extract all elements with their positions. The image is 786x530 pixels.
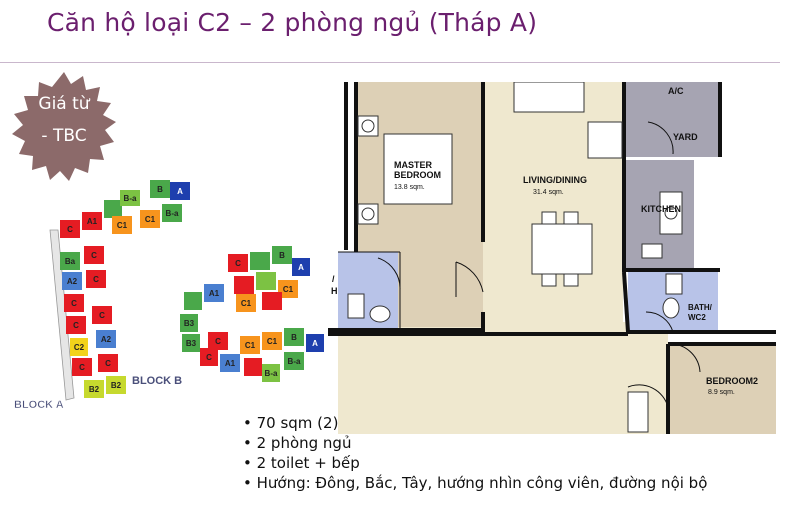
svg-text:C: C — [235, 259, 241, 268]
feature-item: • 70 sqm (2) — [243, 414, 339, 432]
unit-label: Ba — [65, 257, 76, 266]
unit-label: B-a — [288, 357, 301, 366]
bath-wc2-label: BATH/WC2 — [688, 303, 713, 322]
page-title: Căn hộ loại C2 – 2 phòng ngủ (Tháp A) — [47, 8, 538, 37]
unit-label: B — [157, 185, 163, 194]
unit-label: C — [73, 321, 79, 330]
unit-label: C — [105, 359, 111, 368]
site-plan: C A1 B-a B A C1 C1 B-a Ba C A2 C C C C A… — [14, 180, 324, 411]
unit-label: B-a — [124, 194, 137, 203]
feature-item: • 2 phòng ngủ — [243, 434, 352, 452]
living-dining-area-label: 31.4 sqm. — [533, 189, 564, 196]
price-badge: Giá từ - TBC — [8, 72, 120, 184]
svg-text:/: / — [332, 274, 335, 284]
unit-label: A1 — [87, 217, 98, 226]
svg-text:H: H — [331, 286, 338, 296]
svg-text:A: A — [177, 187, 183, 196]
unit-label: A2 — [101, 335, 112, 344]
unit-label: C — [93, 275, 99, 284]
unit-label: C — [99, 311, 105, 320]
badge-seal-shape — [12, 72, 116, 181]
block-b-label: BLOCK B — [132, 375, 182, 387]
unit-label: B — [279, 251, 285, 260]
unit-label: C1 — [283, 285, 294, 294]
unit-label: C1 — [117, 221, 128, 230]
unit-label: B-a — [265, 369, 278, 378]
bedroom2-area-label: 8.9 sqm. — [708, 389, 735, 396]
block-b: C B A C1 A1 C1 B3 B3 C A1 C C1 C1 B-a B … — [180, 246, 324, 382]
bedroom2-label: BEDROOM2 — [706, 376, 758, 386]
unit-label: C — [79, 363, 85, 372]
feature-list: • 70 sqm (2) • 2 phòng ngủ • 2 toilet + … — [243, 413, 743, 493]
unit-label: A1 — [209, 289, 220, 298]
svg-text:A: A — [298, 263, 304, 272]
title-divider — [0, 62, 780, 63]
svg-text:C1: C1 — [241, 299, 252, 308]
unit-label: B3 — [186, 339, 197, 348]
unit-label: B-a — [166, 209, 179, 218]
ac-label: A/C — [668, 86, 684, 96]
kitchen-label: KITCHEN — [641, 204, 681, 214]
unit-label: C2 — [74, 343, 85, 352]
feature-item: • Hướng: Đông, Bắc, Tây, hướng nhìn công… — [243, 474, 708, 492]
block-a-label: BLOCK A — [14, 399, 64, 411]
price-value: - TBC — [41, 126, 87, 146]
unit-label: C — [91, 251, 97, 260]
svg-text:C1: C1 — [267, 337, 278, 346]
unit-label: A2 — [67, 277, 78, 286]
unit-label: B3 — [184, 319, 195, 328]
unit-label: C — [71, 299, 77, 308]
living-dining-label: LIVING/DINING — [523, 175, 587, 185]
feature-item: • 2 toilet + bếp — [243, 454, 360, 472]
unit-label: C1 — [245, 341, 256, 350]
svg-text:A: A — [312, 339, 318, 348]
yard-label: YARD — [673, 132, 698, 142]
svg-text:C: C — [206, 353, 212, 362]
unit-label: B2 — [111, 381, 122, 390]
unit-label: C1 — [145, 215, 156, 224]
unit-label: A1 — [225, 359, 236, 368]
master-bedroom-area-label: 13.8 sqm. — [394, 184, 425, 191]
unit-label: B2 — [89, 385, 100, 394]
bedroom2-area — [668, 344, 776, 434]
block-a: C A1 B-a B A C1 C1 B-a Ba C A2 C C C C A… — [49, 180, 190, 401]
price-label: Giá từ — [38, 94, 90, 114]
unit-label: C — [67, 225, 73, 234]
svg-text:C: C — [215, 337, 221, 346]
unit-label: B — [291, 333, 297, 342]
